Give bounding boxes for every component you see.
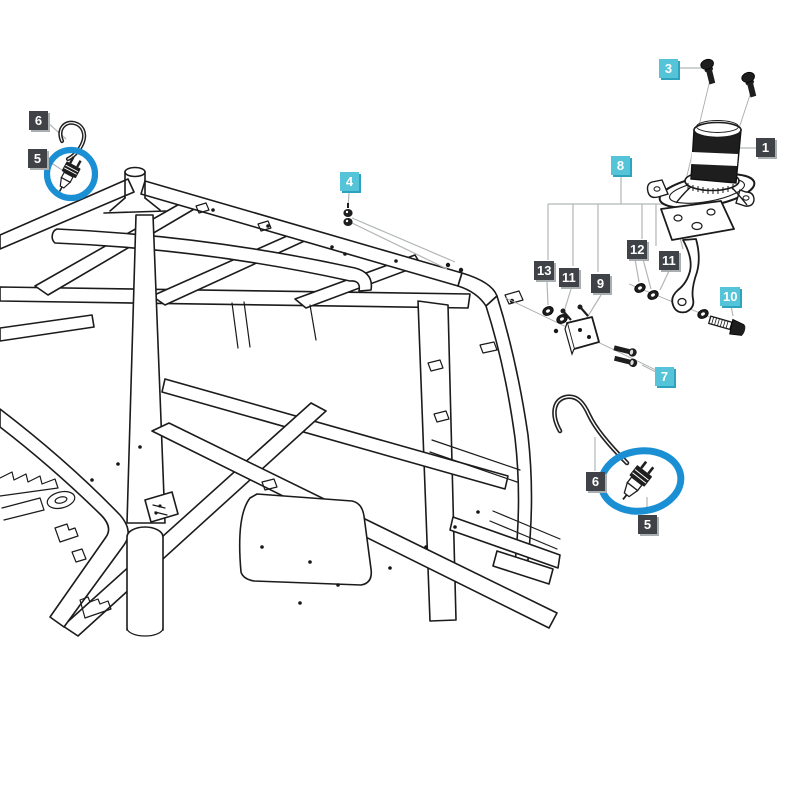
part-plug-top-left (58, 156, 82, 192)
part-rivet-fastener (343, 203, 353, 226)
callout-8[interactable]: 8 (611, 156, 630, 175)
callout-1[interactable]: 1 (756, 138, 775, 157)
callout-5-top-left[interactable]: 5 (28, 149, 47, 168)
cab-frame-drawing (0, 166, 561, 637)
callout-6-top-left[interactable]: 6 (29, 111, 48, 130)
part-plug-bottom-right (622, 460, 655, 501)
callout-4[interactable]: 4 (340, 172, 359, 191)
highlight-circle-top-left (43, 146, 99, 202)
callout-5-bottom-right[interactable]: 5 (638, 515, 657, 534)
part-cable-bottom-right (552, 394, 630, 466)
cab-frame-details (0, 202, 561, 637)
callout-13[interactable]: 13 (534, 261, 555, 280)
part-plate (560, 304, 600, 356)
callout-12[interactable]: 12 (627, 240, 648, 259)
part-cap-bolts (700, 58, 757, 98)
part-bolt (707, 315, 746, 336)
callout-3[interactable]: 3 (659, 59, 678, 78)
part-beacon-lamp (646, 120, 756, 209)
callout-10[interactable]: 10 (720, 287, 741, 306)
callout-7[interactable]: 7 (655, 367, 674, 386)
part-studs (613, 345, 638, 368)
callout-9[interactable]: 9 (591, 274, 610, 293)
leader-lines (46, 67, 756, 513)
callout-6-bottom-right[interactable]: 6 (586, 472, 605, 491)
part-washers (542, 283, 709, 324)
callout-11-right[interactable]: 11 (659, 251, 679, 270)
callout-11-left[interactable]: 11 (559, 268, 579, 287)
cab-frame-rivets (90, 208, 559, 605)
part-mounting-bracket (660, 200, 735, 314)
